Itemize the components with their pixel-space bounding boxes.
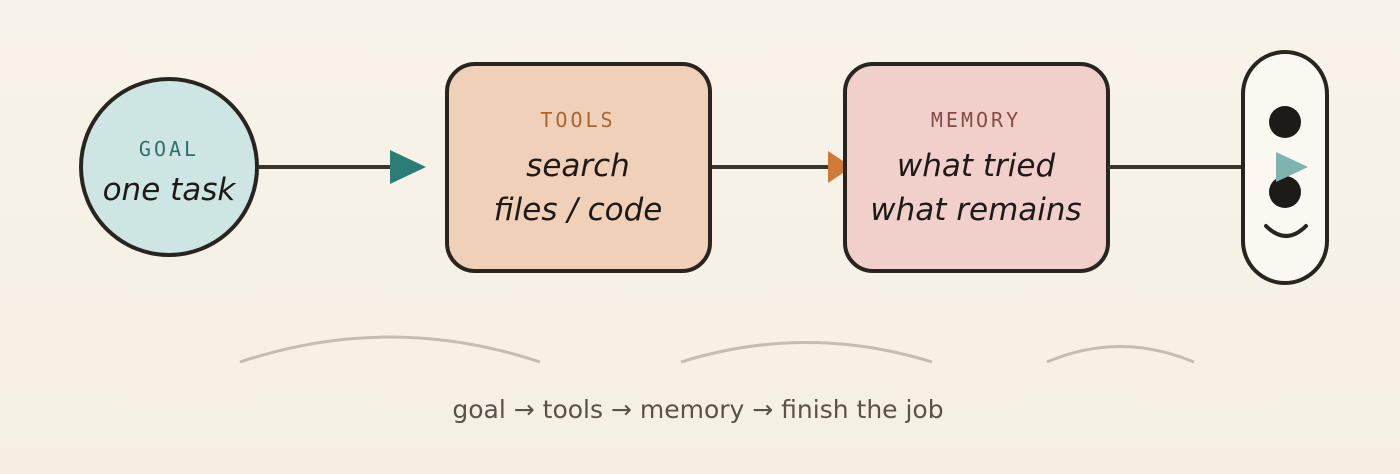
tools-tag: TOOLS (540, 108, 615, 132)
memory-line-2: what remains (870, 192, 1081, 228)
orange-arrowhead (828, 151, 852, 183)
tools-node: TOOLS search files / code (445, 62, 712, 273)
goal-text: one task (103, 172, 237, 208)
memory-line-1: what tried (897, 148, 1056, 184)
decorative-arc-right (1046, 345, 1195, 364)
flow-caption: goal → tools → memory → finish the job (452, 395, 943, 424)
goal-node: GOAL one task (79, 77, 259, 257)
decorative-arc-middle (680, 341, 933, 364)
memory-tag: MEMORY (931, 108, 1021, 132)
goal-circle (79, 77, 259, 257)
tools-line-2: files / code (494, 192, 663, 228)
face-eye-bottom (1269, 176, 1301, 208)
light-teal-arrowhead (1276, 152, 1308, 182)
tools-line-1: search (526, 148, 630, 184)
decorative-arc-left (239, 335, 541, 364)
teal-arrowhead (390, 150, 426, 184)
face-smile (1264, 224, 1308, 238)
goal-tag: GOAL (139, 137, 199, 161)
memory-node: MEMORY what tried what remains (843, 62, 1110, 273)
face-eye-top (1269, 106, 1301, 138)
tools-box (445, 62, 712, 273)
